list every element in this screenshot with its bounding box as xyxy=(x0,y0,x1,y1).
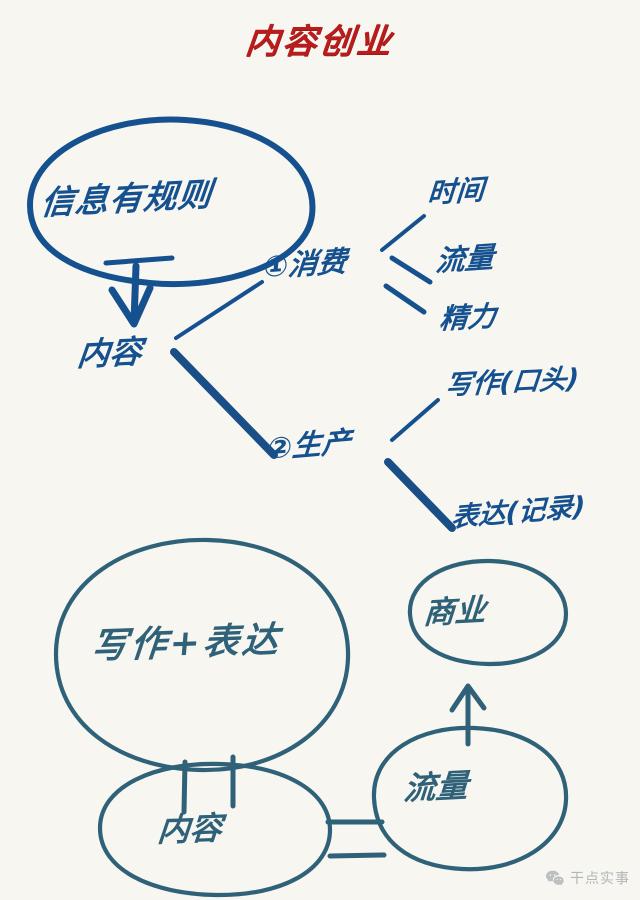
node-label-produce: ②生产 xyxy=(266,424,353,466)
ellipse-traffic-bottom xyxy=(371,725,569,872)
line-content-to-produce xyxy=(170,348,278,459)
node-label-traffic-top: 流量 xyxy=(434,240,496,278)
watermark: 干点实事 xyxy=(545,868,630,888)
line-content-to-consume xyxy=(174,280,264,340)
arrow-traffic-to-business xyxy=(449,683,487,747)
connector-content-to-traffic xyxy=(325,819,387,859)
line-produce-to-writing xyxy=(390,398,440,442)
node-label-info-rule: 信息有规则 xyxy=(39,174,215,223)
connector-content-to-writeexpress xyxy=(181,754,236,815)
node-label-business: 商业 xyxy=(422,592,488,632)
line-consume-to-traffic xyxy=(389,255,433,285)
line-consume-to-time xyxy=(380,214,426,252)
wechat-icon xyxy=(546,870,564,886)
node-label-traffic-bottom: 流量 xyxy=(402,766,470,808)
ellipse-content-bottom xyxy=(97,761,333,898)
line-produce-to-express xyxy=(384,458,456,532)
node-label-write-express: 写作+表达 xyxy=(89,619,284,668)
ellipse-business xyxy=(407,558,569,667)
page-title: 内容创业 xyxy=(243,22,396,62)
ellipse-info-rule xyxy=(27,116,316,288)
arrow-inforule-to-content xyxy=(103,255,175,328)
node-label-content-top: 内容 xyxy=(75,332,145,374)
ellipse-write-express xyxy=(53,537,351,773)
node-label-time: 时间 xyxy=(426,173,486,210)
node-label-writing-oral: 写作(口头) xyxy=(443,363,581,402)
node-label-content-bottom: 内容 xyxy=(156,808,224,850)
watermark-label: 干点实事 xyxy=(570,871,630,887)
line-consume-to-energy xyxy=(383,283,427,315)
node-label-energy: 精力 xyxy=(438,299,498,336)
node-label-consume: ①消费 xyxy=(261,244,349,284)
